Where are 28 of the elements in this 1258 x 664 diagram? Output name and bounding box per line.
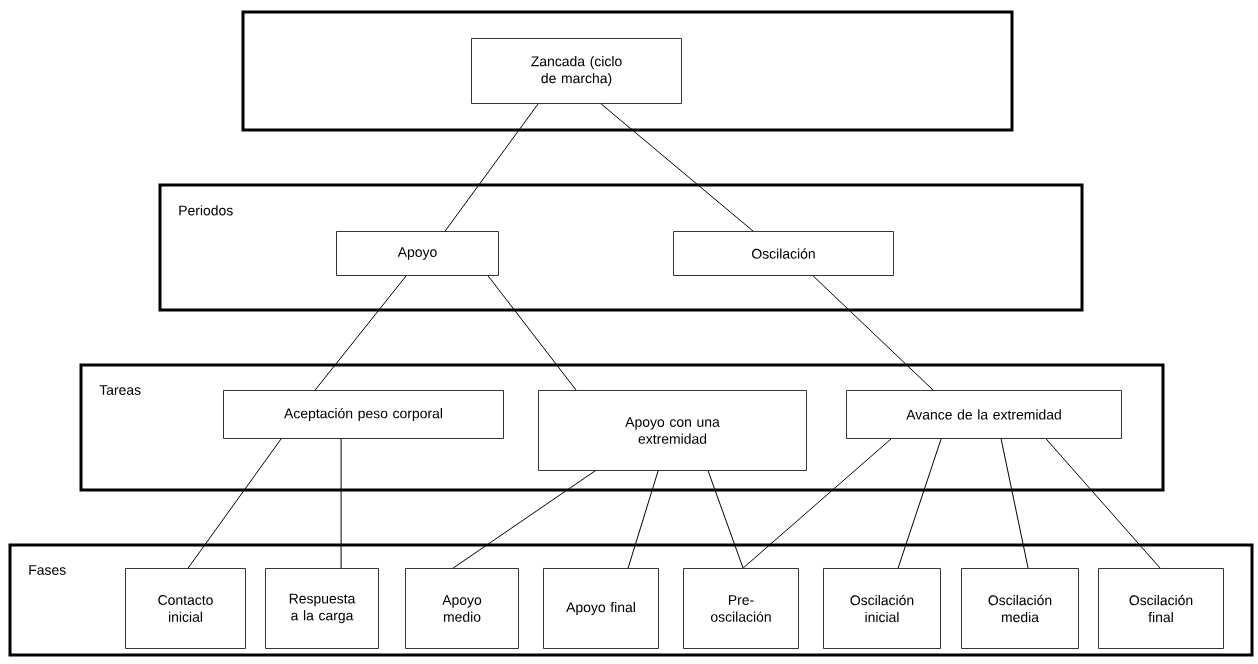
connector-line (444, 103, 539, 232)
connector-line (487, 275, 577, 391)
connector-line (600, 103, 754, 232)
connector-line (340, 438, 342, 569)
text-box: Apoyo (336, 231, 499, 276)
text-box: Apoyo final (543, 568, 659, 649)
text-box: Oscilación inicial (823, 568, 941, 649)
connector-line (627, 470, 659, 569)
text-box: Pre-oscilación (683, 568, 799, 649)
text-box: Apoyo con una extremidad (538, 390, 807, 471)
connector-line (1045, 438, 1161, 569)
connector-line (314, 275, 407, 391)
text-box: Oscilación (673, 231, 894, 276)
text-box: Apoyo medio (405, 568, 519, 649)
connector-line (187, 438, 282, 569)
connector-line (812, 275, 934, 391)
text-box: Oscilación final (1098, 568, 1224, 649)
text-box: Contacto inicial (125, 568, 246, 649)
text-box: Aceptación peso corporal (223, 390, 504, 439)
tier-band (241, 10, 1014, 132)
connector-line (742, 438, 892, 569)
connector-line (897, 438, 942, 569)
text-box: Zancada (ciclo de marcha) (471, 38, 682, 104)
text-box: Avance de la extremidad (846, 390, 1122, 439)
connector-line (1000, 438, 1029, 569)
text-box: Oscilación media (961, 568, 1079, 649)
text-box: Respuesta a la carga (265, 568, 379, 649)
connector-line (707, 470, 744, 569)
